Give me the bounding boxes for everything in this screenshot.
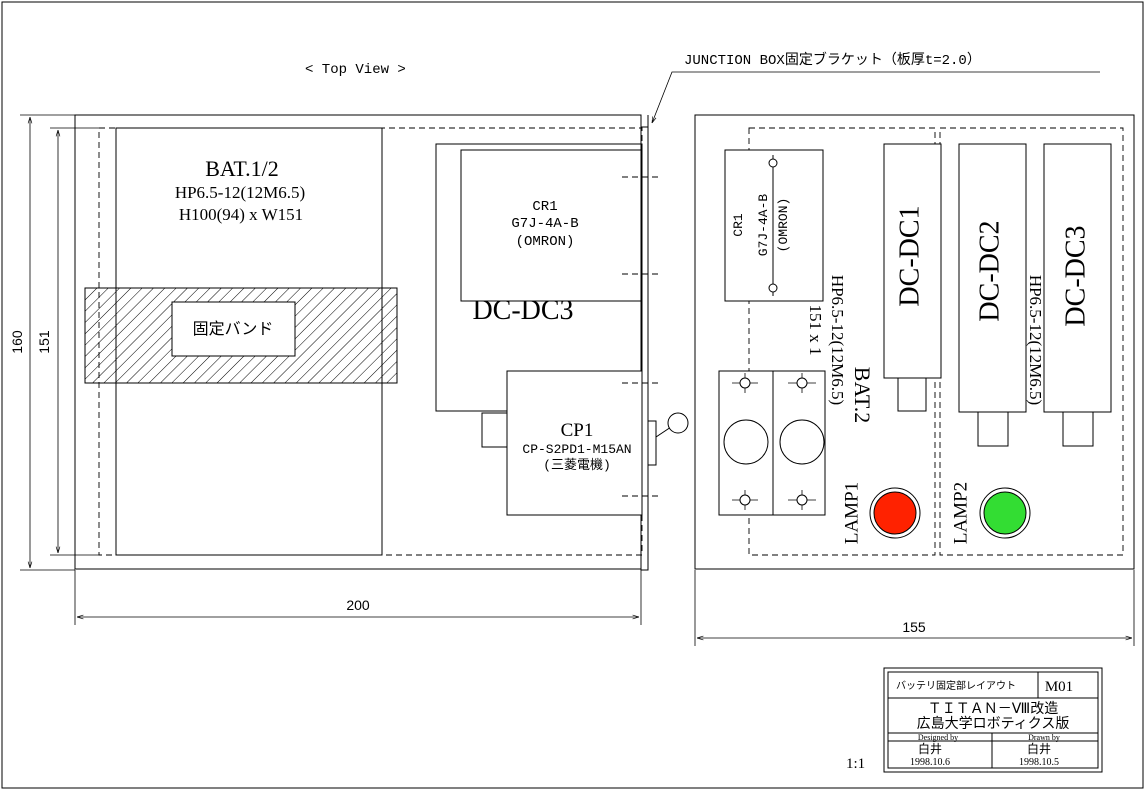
dcdc2-module: DC-DC2 bbox=[958, 143, 1027, 447]
battery-title: BAT.1/2 bbox=[205, 156, 279, 181]
battery-size: H100(94) x W151 bbox=[179, 205, 303, 224]
drawing-title: バッテリ固定部レイアウト bbox=[896, 679, 1016, 692]
drawn-by-label: Drawn by bbox=[1028, 733, 1060, 742]
cp1-name: CP1 bbox=[561, 420, 594, 441]
cr1-relay bbox=[460, 149, 642, 302]
bat2-hidden-title: BAT.2 bbox=[850, 367, 875, 423]
band-label-box bbox=[171, 301, 296, 357]
bracket-label: JUNCTION BOX固定ブラケット（板厚t=2.0） bbox=[684, 51, 981, 69]
dcdc1-module: DC-DC1 bbox=[883, 143, 942, 412]
title-block: バッテリ固定部レイアウト M01 ＴＩＴＡＮ－Ⅷ改造 広島大学ロボティクス版 D… bbox=[883, 667, 1103, 773]
battery-model: HP6.5-12(12M6.5) bbox=[175, 183, 305, 202]
bat2-hidden-a bbox=[748, 127, 936, 556]
dim-width-left: 200 bbox=[346, 597, 370, 613]
cp1-model: CP-S2PD1-M15AN bbox=[522, 442, 631, 457]
dcdc2-label: DC-DC2 bbox=[974, 220, 1005, 321]
scale-label: 1:1 bbox=[846, 756, 865, 772]
right-enclosure bbox=[694, 114, 1135, 570]
band-label: 固定バンド bbox=[193, 320, 274, 338]
lamp2-light bbox=[983, 491, 1027, 535]
dcdc3-label: DC-DC3 bbox=[1060, 225, 1091, 326]
cr1-relay-side bbox=[724, 149, 824, 302]
drawer-name: 白井 bbox=[1027, 741, 1051, 756]
designed-date: 1998.10.6 bbox=[910, 757, 950, 768]
cr1-maker: (OMRON) bbox=[516, 234, 575, 250]
dim-width-right: 155 bbox=[902, 619, 926, 635]
designed-by-label: Designed by bbox=[918, 733, 958, 742]
drawing-number: M01 bbox=[1045, 679, 1073, 695]
lamp1-light bbox=[873, 491, 917, 535]
dim-height-inner: 151 bbox=[36, 330, 52, 354]
view-label: < Top View > bbox=[305, 62, 406, 78]
cr1-model: G7J-4A-B bbox=[511, 216, 578, 232]
bat2-hidden-b bbox=[939, 127, 1124, 556]
cp1-breaker bbox=[506, 370, 643, 516]
cp1-mount bbox=[481, 412, 509, 448]
bracket-leader bbox=[652, 71, 1100, 123]
lamp2-label: LAMP2 bbox=[950, 482, 971, 544]
cr1-side-model: G7J-4A-B bbox=[756, 194, 771, 257]
designer-name: 白井 bbox=[918, 741, 942, 756]
bat2-hidden-size: 151 x 1 bbox=[806, 305, 825, 356]
cr1-side-maker: (OMRON) bbox=[776, 198, 791, 253]
organization-name: 広島大学ロボティクス版 bbox=[917, 715, 1070, 731]
lamp1-label: LAMP1 bbox=[841, 482, 862, 544]
cp1-handle-base bbox=[647, 420, 657, 466]
drawn-date: 1998.10.5 bbox=[1019, 757, 1059, 768]
bat2b-hidden-model: HP6.5-12(12M6.5) bbox=[1026, 275, 1045, 405]
cp1-pole-1 bbox=[723, 419, 769, 465]
cr1-name: CR1 bbox=[532, 199, 557, 215]
dcdc1-label: DC-DC1 bbox=[894, 205, 925, 306]
project-name: ＴＩＴＡＮ－Ⅷ改造 bbox=[928, 700, 1058, 716]
cp1-pole-2 bbox=[779, 419, 825, 465]
dcdc3-module: DC-DC3 bbox=[1043, 143, 1112, 447]
cp1-maker: (三菱電機) bbox=[543, 458, 611, 473]
bat2-hidden-model: HP6.5-12(12M6.5) bbox=[828, 275, 847, 405]
cp1-handle-knob bbox=[667, 412, 689, 434]
dim-height-outer: 160 bbox=[9, 330, 25, 354]
cr1-side-name: CR1 bbox=[731, 213, 746, 237]
bracket-plate bbox=[640, 126, 649, 571]
